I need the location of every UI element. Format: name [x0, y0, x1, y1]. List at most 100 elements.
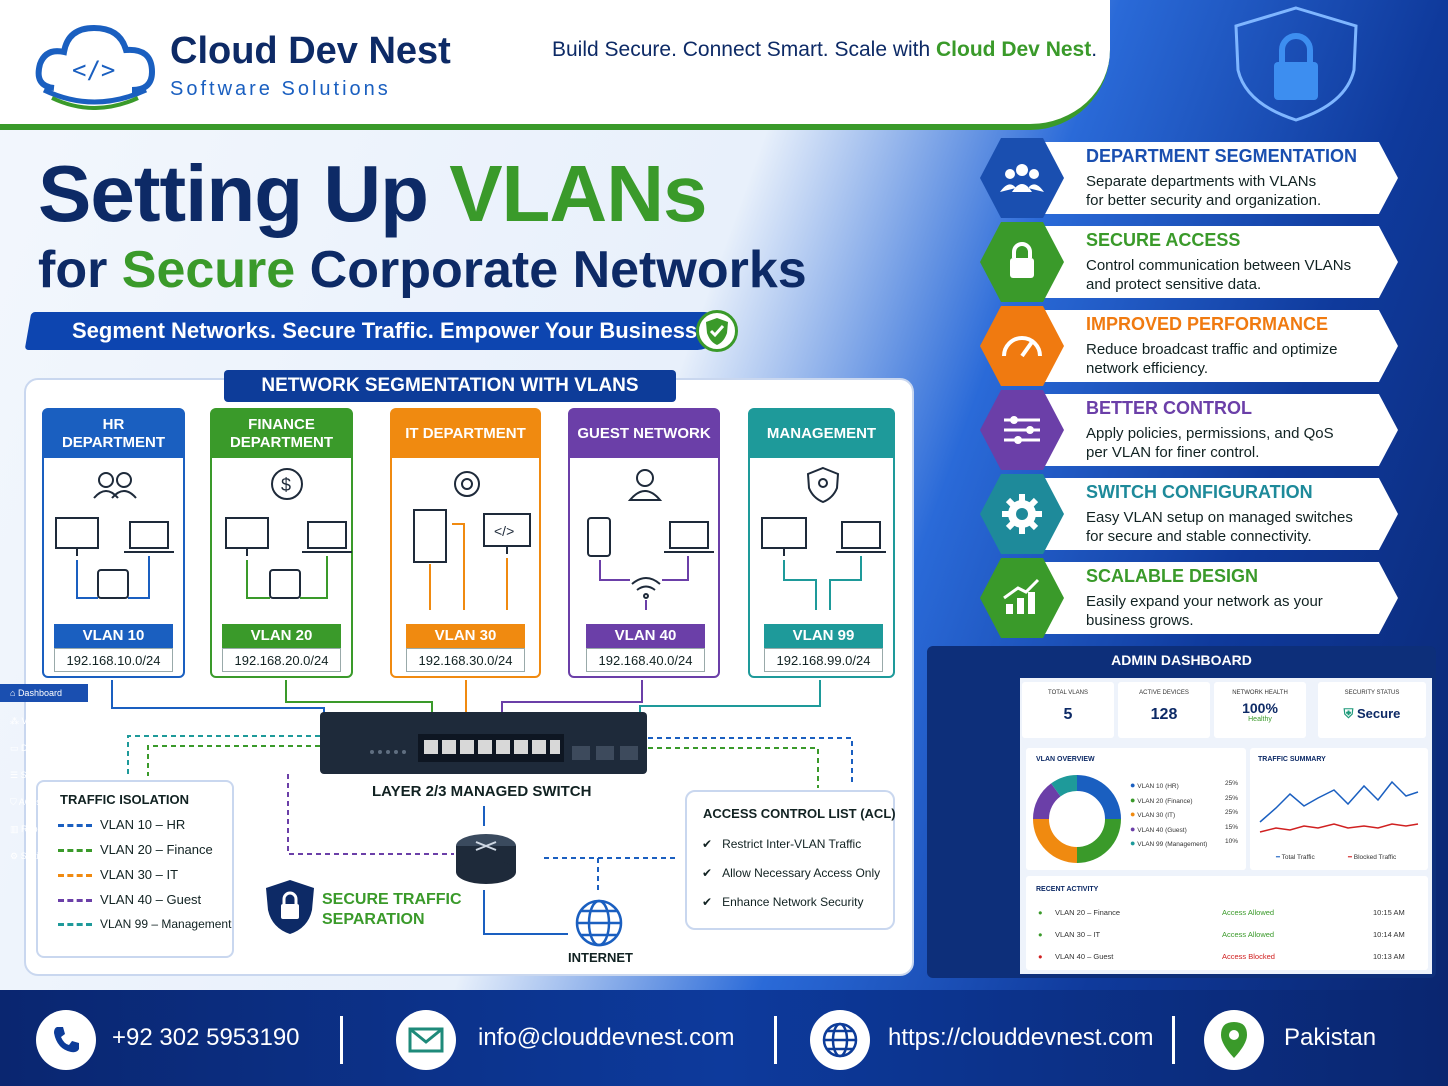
footer-divider [1172, 1016, 1175, 1064]
acl-item: ✔ Restrict Inter-VLAN Traffic [702, 837, 862, 851]
stat-security-status: SECURITY STATUS⛨ Secure [1318, 682, 1426, 738]
nav-switches[interactable]: ☰ Switches [10, 770, 57, 780]
svg-text:</>: </> [72, 56, 115, 84]
guest-devices-icon [587, 469, 714, 610]
dashboard-title: ADMIN DASHBOARD [1111, 652, 1252, 668]
page-subtitle-heading: for Secure Corporate Networks [38, 241, 807, 299]
management-devices-icon [761, 466, 886, 610]
dept-finance: FINANCE DEPARTMENT $ VLAN 20 192.168.20.… [210, 408, 353, 678]
activity-vlan: VLAN 20 – Finance [1055, 908, 1121, 917]
shield-check-icon [696, 310, 738, 352]
nav-dashboard[interactable]: ⌂ Dashboard [0, 684, 88, 702]
activity-vlan: VLAN 30 – IT [1055, 930, 1101, 939]
internet-label: INTERNET [568, 950, 633, 965]
feature-title: SWITCH CONFIGURATION [1086, 482, 1313, 502]
vlan-label: VLAN 10 [54, 624, 173, 648]
activity-vlan: VLAN 40 – Guest [1055, 952, 1114, 961]
footer-location: Pakistan [1284, 1024, 1377, 1051]
subnet-label: 192.168.10.0/24 [54, 648, 173, 672]
acl-title: ACCESS CONTROL LIST (ACL) [703, 806, 896, 821]
subnet-label: 192.168.40.0/24 [586, 648, 705, 672]
tagline: Build Secure. Connect Smart. Scale with … [552, 38, 1098, 61]
subnet-label: 192.168.20.0/24 [222, 648, 341, 672]
header-panel [0, 0, 1110, 130]
dept-header: HR DEPARTMENT [44, 410, 183, 458]
acl-item: ✔ Enhance Network Security [702, 895, 864, 909]
donut-slice [1051, 775, 1078, 797]
footer-divider [340, 1016, 343, 1064]
dept-hr: HR DEPARTMENT VLAN 10 192.168.10.0/24 [42, 408, 185, 678]
acl-box [685, 790, 895, 930]
location-pin-icon [1204, 1010, 1264, 1070]
footer-email[interactable]: info@clouddevnest.com [478, 1024, 735, 1051]
legend-dot: ● [1130, 823, 1136, 834]
dept-it: IT DEPARTMENT </> VLAN 30 192.168.30.0/2… [390, 408, 541, 678]
traffic-item: VLAN 99 – Management [58, 917, 231, 931]
activity-status: Access Allowed [1222, 930, 1275, 939]
nav-devices[interactable]: ▭ Devices [10, 743, 54, 753]
footer-website[interactable]: https://clouddevnest.com [888, 1024, 1154, 1051]
segmentation-title: NETWORK SEGMENTATION WITH VLANS [224, 370, 676, 402]
traffic-line-chart [1259, 780, 1419, 833]
traffic-item: VLAN 20 – Finance [58, 842, 213, 857]
legend-blocked-traffic: ━ Blocked Traffic [1348, 854, 1397, 861]
cloud-logo-icon: </> [35, 24, 156, 110]
subnet-label: 192.168.30.0/24 [406, 648, 525, 672]
activity-time: 10:13 AM [1373, 952, 1405, 961]
vlan-donut-chart [1033, 775, 1121, 863]
status-icon: ● [1038, 908, 1043, 917]
traffic-summary-card [1250, 748, 1428, 870]
nav-vlans[interactable]: ⁂ VLANs [10, 716, 50, 726]
managed-switch [320, 712, 647, 774]
feature-title: SCALABLE DESIGN [1086, 566, 1259, 586]
footer-phone[interactable]: +92 302 5953190 [112, 1024, 300, 1051]
shield-lock-icon [1234, 6, 1358, 122]
activity-time: 10:14 AM [1373, 930, 1405, 939]
feature-title: BETTER CONTROL [1086, 398, 1252, 418]
feature-card: IMPROVED PERFORMANCE Reduce broadcast tra… [980, 306, 1398, 386]
status-icon: ● [1038, 930, 1043, 939]
donut-slice [1076, 775, 1121, 820]
feature-card: SWITCH CONFIGURATION Easy VLAN setup on m… [980, 474, 1398, 554]
dept-management: MANAGEMENT VLAN 99 192.168.99.0/24 [748, 408, 895, 678]
mail-icon [396, 1010, 456, 1070]
vlan-label: VLAN 20 [222, 624, 341, 648]
traffic-isolation-box [36, 780, 234, 958]
traffic-item: VLAN 40 – Guest [58, 892, 201, 907]
shield-icon: ⛨ [1343, 706, 1354, 721]
nav-reports[interactable]: ▥ Reports [10, 824, 53, 834]
status-icon: ● [1038, 952, 1043, 961]
subnet-label: 192.168.99.0/24 [764, 648, 883, 672]
vlan-overview-title: VLAN OVERVIEW [1036, 756, 1095, 763]
nav-acls[interactable]: ⛉ ACLs [10, 797, 41, 807]
activity-status: Access Allowed [1222, 908, 1275, 917]
nav-settings[interactable]: ⚙ Settings [10, 851, 54, 861]
legend-dot: ● [1130, 809, 1136, 819]
dept-header: MANAGEMENT [750, 410, 893, 458]
brand-subtitle: Software Solutions [170, 78, 391, 100]
overview-legend-item: ● VLAN 40 (Guest)15% [1130, 823, 1238, 834]
switch-ports-icon [370, 734, 638, 762]
traffic-item: VLAN 10 – HR [58, 817, 185, 832]
activity-time: 10:15 AM [1373, 908, 1405, 917]
legend-total-traffic: ━ Total Traffic [1276, 854, 1315, 861]
dept-header: IT DEPARTMENT [392, 410, 539, 458]
feature-title: IMPROVED PERFORMANCE [1086, 314, 1329, 334]
overview-legend-item: ● VLAN 20 (Finance)25% [1130, 794, 1238, 805]
donut-slice [1033, 783, 1061, 820]
svg-text:</>: </> [494, 523, 514, 539]
traffic-summary-title: TRAFFIC SUMMARY [1258, 756, 1326, 763]
sliders-icon [980, 390, 1064, 470]
feature-card: SCALABLE DESIGN Easily expand your networ… [980, 558, 1398, 638]
traffic-item: VLAN 30 – IT [58, 867, 178, 882]
hr-devices-icon [55, 472, 174, 599]
speedometer-icon [980, 306, 1064, 386]
